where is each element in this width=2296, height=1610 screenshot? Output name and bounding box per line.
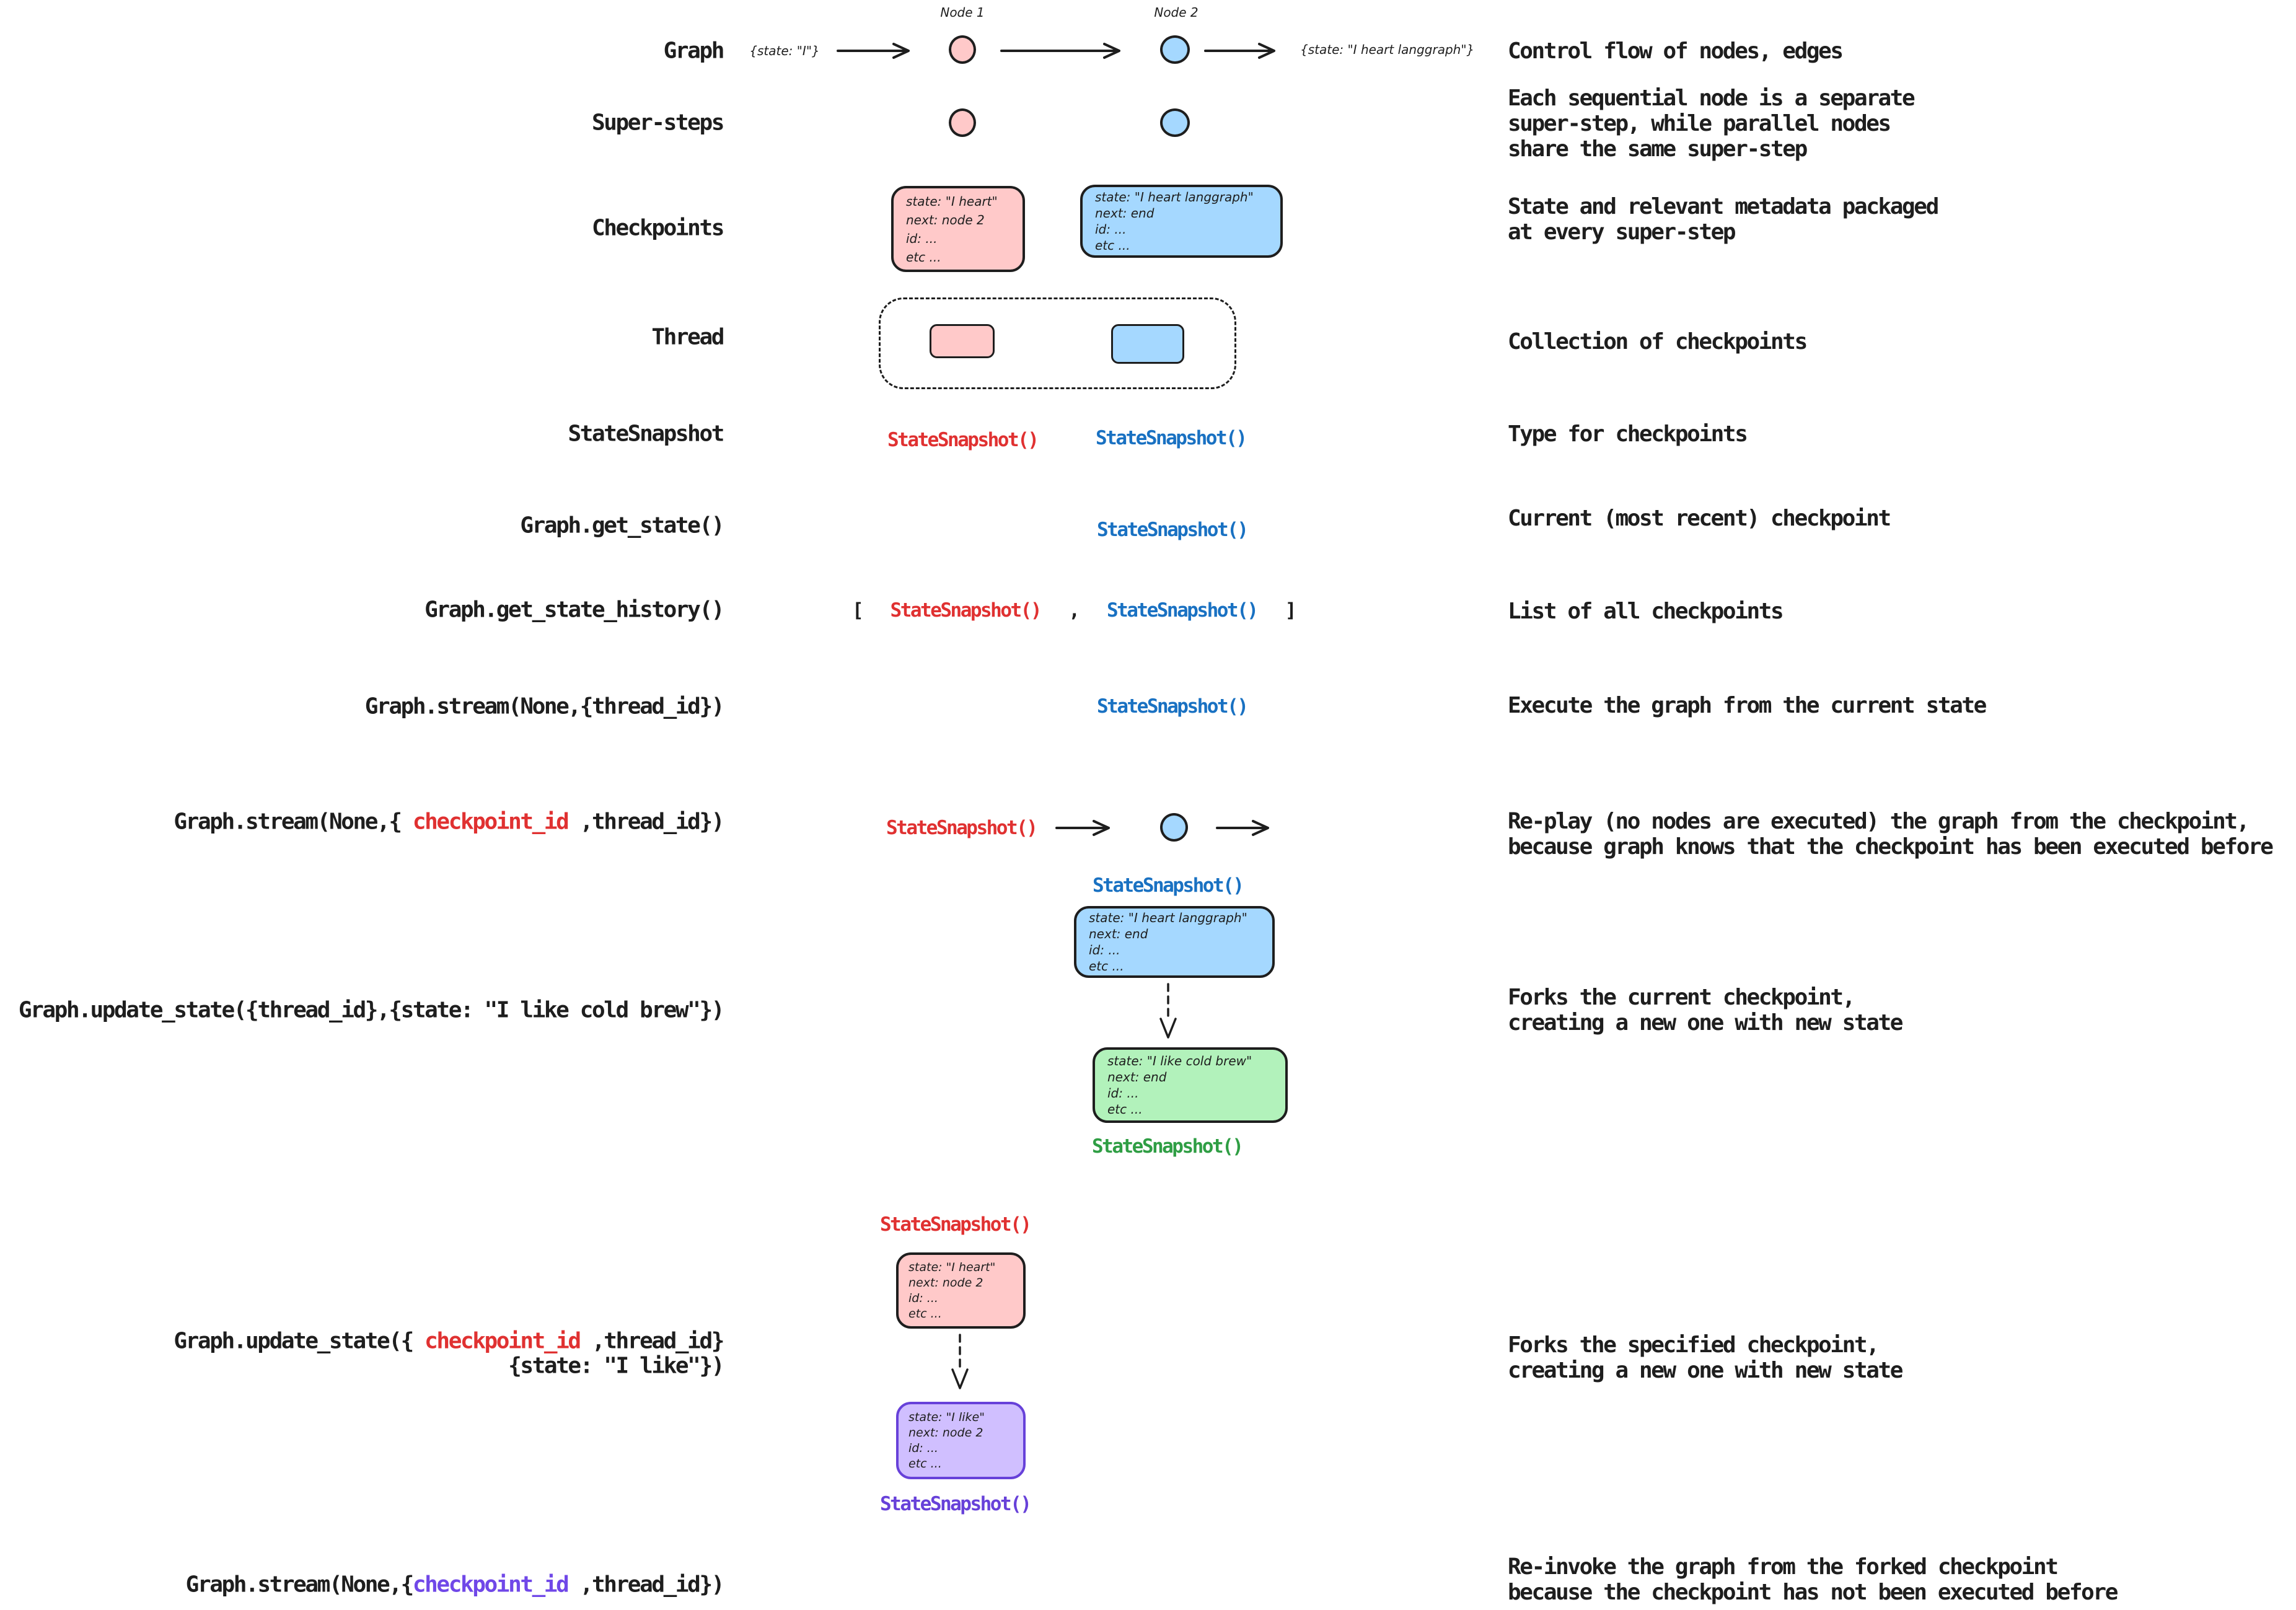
checkpoint-card-purple: state: "I like" next: node 2 id: ... etc… — [896, 1402, 1026, 1479]
node1-label: Node 1 — [940, 5, 985, 20]
state-snapshot-label-violet: StateSnapshot() — [880, 1493, 1032, 1515]
row-label-stream-forked: Graph.stream(None,{checkpoint_id ,thread… — [185, 1572, 725, 1598]
desc-statesnapshot: Type for checkpoints — [1508, 421, 1748, 447]
thread-checkpoint-blue — [1111, 324, 1184, 364]
arrow-right-icon — [1055, 820, 1110, 836]
input-state-label: {state: "I"} — [749, 43, 820, 58]
arrow-right-icon — [1204, 43, 1275, 59]
label-part: ,thread_id}) — [568, 1572, 725, 1598]
thread-container — [879, 297, 1236, 389]
desc-get-state: Current (most recent) checkpoint — [1508, 506, 1891, 531]
state-snapshot-label-red: StateSnapshot() — [886, 817, 1038, 839]
desc-thread: Collection of checkpoints — [1508, 329, 1808, 354]
desc-stream-checkpoint: Re-play (no nodes are executed) the grap… — [1508, 809, 2274, 860]
node2-circle — [1160, 35, 1190, 64]
arrow-right-icon — [837, 43, 910, 59]
row-label-update-state-checkpoint-line1: Graph.update_state({ checkpoint_id ,thre… — [174, 1328, 724, 1354]
checkpoint-card-green: state: "I like cold brew" next: end id: … — [1093, 1047, 1288, 1123]
row-label-get-state-history: Graph.get_state_history() — [424, 597, 724, 623]
state-snapshot-label-red: StateSnapshot() — [890, 599, 1042, 622]
label-part: Graph.stream(None,{ — [174, 809, 413, 835]
row-label-stream-thread: Graph.stream(None,{thread_id}) — [364, 693, 725, 719]
row-label-update-state-thread: Graph.update_state({thread_id},{state: "… — [18, 997, 725, 1023]
state-snapshot-label-red: StateSnapshot() — [887, 429, 1039, 451]
row-label-stream-checkpoint: Graph.stream(None,{ checkpoint_id ,threa… — [174, 809, 725, 835]
replay-node2-circle — [1160, 813, 1188, 842]
node2-label: Node 2 — [1154, 5, 1199, 20]
arrow-right-icon — [1216, 820, 1269, 836]
output-state-label: {state: "I heart langgraph"} — [1300, 42, 1475, 57]
checkpoint-card-blue: state: "I heart langgraph" next: end id:… — [1080, 185, 1283, 258]
checkpoint-id-token: checkpoint_id — [412, 809, 570, 835]
node1-circle — [949, 35, 976, 64]
dashed-arrow-down-icon — [951, 1334, 969, 1389]
row-label-super-steps: Super-steps — [591, 110, 724, 136]
label-part: Graph.update_state({ — [174, 1328, 425, 1354]
row-label-statesnapshot: StateSnapshot — [568, 421, 724, 447]
desc-graph: Control flow of nodes, edges — [1508, 38, 1844, 64]
desc-update-state-checkpoint: Forks the specified checkpoint,creating … — [1508, 1332, 1903, 1383]
checkpoint-id-token: checkpoint_id — [424, 1328, 581, 1354]
state-snapshot-label-blue: StateSnapshot() — [1106, 599, 1259, 622]
state-snapshot-label-blue: StateSnapshot() — [1093, 874, 1244, 897]
desc-get-state-history: List of all checkpoints — [1508, 599, 1784, 624]
label-part: ,thread_id}) — [568, 809, 725, 835]
desc-stream-forked: Re-invoke the graph from the forked chec… — [1508, 1554, 2118, 1605]
row-label-checkpoints: Checkpoints — [591, 215, 724, 241]
checkpoint-id-token: checkpoint_id — [412, 1572, 570, 1598]
checkpoint-card-blue: state: "I heart langgraph" next: end id:… — [1074, 906, 1275, 978]
checkpoint-card-pink: state: "I heart" next: node 2 id: ... et… — [891, 186, 1025, 272]
desc-update-state-thread: Forks the current checkpoint,creating a … — [1508, 985, 1903, 1036]
state-snapshot-label-blue: StateSnapshot() — [1097, 695, 1249, 718]
state-snapshot-label-blue: StateSnapshot() — [1097, 519, 1249, 541]
state-snapshot-label-red: StateSnapshot() — [880, 1213, 1032, 1236]
checkpoint-card-pink: state: "I heart" next: node 2 id: ... et… — [896, 1252, 1026, 1329]
row-label-graph: Graph — [663, 38, 725, 64]
super-step-node2-circle — [1160, 108, 1190, 137]
thread-checkpoint-pink — [930, 324, 995, 358]
row-label-thread: Thread — [651, 324, 724, 350]
desc-stream-thread: Execute the graph from the current state — [1508, 693, 1987, 718]
comma: , — [1068, 599, 1080, 622]
state-snapshot-list: [ StateSnapshot() , StateSnapshot() ] — [852, 599, 1297, 622]
row-label-get-state: Graph.get_state() — [520, 512, 724, 539]
row-label-update-state-checkpoint-line2: {state: "I like"}) — [508, 1353, 724, 1379]
super-step-node1-circle — [949, 108, 976, 137]
state-snapshot-label-green: StateSnapshot() — [1092, 1135, 1244, 1158]
state-snapshot-label-blue: StateSnapshot() — [1096, 427, 1247, 449]
bracket-close: ] — [1285, 599, 1297, 622]
arrow-right-icon — [1000, 43, 1120, 59]
bracket-open: [ — [852, 599, 864, 622]
label-part: ,thread_id} — [579, 1328, 724, 1354]
label-part: Graph.stream(None,{ — [185, 1572, 415, 1598]
dashed-arrow-down-icon — [1159, 983, 1177, 1039]
